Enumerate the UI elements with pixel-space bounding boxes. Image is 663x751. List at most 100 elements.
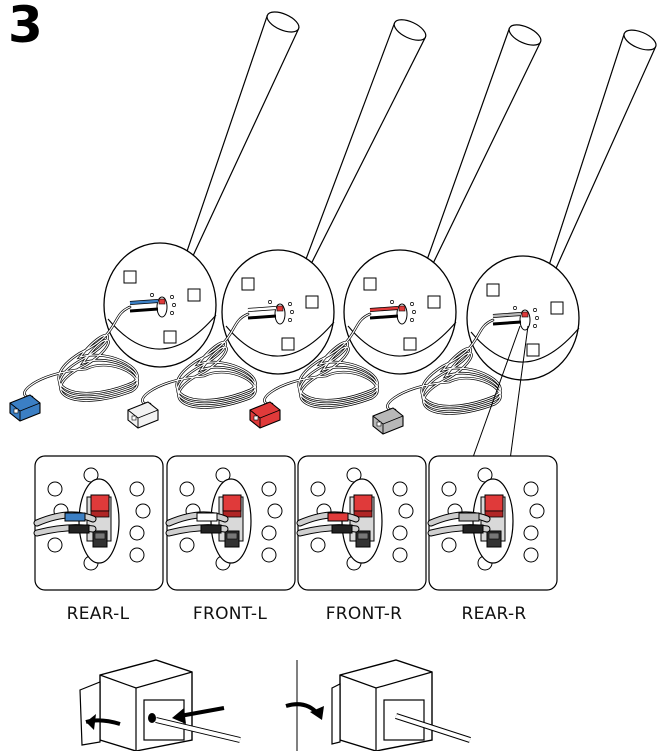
screw-pad [187,288,201,302]
mount-hole [267,503,283,519]
mount-hole [523,525,539,541]
mount-hole [179,537,195,553]
wire-black-band [462,524,484,534]
hole [268,300,272,304]
screw-pad [241,277,255,291]
screw-pad [550,301,564,315]
tube-cap [508,24,542,46]
hole [170,295,174,299]
step-number: 3 [8,0,43,54]
screw-pad [427,295,441,309]
mount-hole [310,537,326,553]
wire [129,307,159,313]
mount-hole [398,503,414,519]
tube-edge [292,22,396,296]
connector-pin [376,421,382,427]
connector-closeup [296,455,427,591]
screw-pad [305,295,319,309]
terminal-red [276,305,284,312]
connector-plug [372,407,404,435]
close-arrow-head [310,706,324,720]
cable-coil-core [141,313,256,409]
speaker-stand [372,29,657,435]
terminal-clip-red-side [90,510,110,518]
wire-color-band [196,512,218,522]
connector-plug [127,401,159,429]
speaker-stand [249,24,542,429]
base-rim [347,321,457,357]
connector-closeup [427,455,558,591]
tube-edge [536,33,625,302]
mount-hole [129,481,145,497]
tube-cap [623,29,657,51]
hole [290,310,294,314]
wire-color-band [327,512,349,522]
terminal-clip-red [353,494,373,512]
tube-edge [424,41,542,280]
insert-arrow-head [172,708,186,724]
callout-line [509,325,529,461]
speakers-illustration [9,11,657,435]
tube-edge [548,46,657,285]
screw-pad [526,343,540,357]
terminal-clip-red-side [222,510,242,518]
screw-pad [163,330,177,344]
base-rim [225,321,335,357]
terminal-clip-red [90,494,110,512]
hole [533,324,537,328]
mount-hole [179,481,195,497]
mount-hole [523,547,539,563]
wire-black-band [331,524,353,534]
wire-sleeve [247,306,277,312]
tube-edge [413,27,511,296]
tube-edge [185,28,300,273]
mount-hole [129,525,145,541]
callout-line [471,325,521,461]
cable-coil-core [386,319,501,415]
connector-plug [249,401,281,429]
connector-pin [13,408,19,414]
mount-hole [441,481,457,497]
mount-hole [392,481,408,497]
terminal-clip-black-face [357,532,369,540]
mount-hole [135,503,151,519]
screw-pad [123,270,137,284]
terminal-clip-red-side [353,510,373,518]
wire [369,314,399,320]
wire-color-band [64,512,86,522]
wire [492,320,522,326]
mount-hole [261,481,277,497]
mount-hole [129,547,145,563]
tube-edge [173,15,268,289]
hole [513,306,517,310]
mount-hole [392,547,408,563]
terminal-clip-red-side [484,510,504,518]
terminal-red [158,298,166,305]
speaker-label-rear-r: REAR-R [461,604,527,624]
clip-hole [148,713,156,723]
hole [288,302,292,306]
wire-core [395,714,471,742]
hole [172,303,176,307]
cable-coil-core [263,313,378,409]
wire-core [155,718,241,742]
wire-sleeve [492,312,522,318]
hole [410,318,414,322]
terminal-clip-red [222,494,242,512]
connector-plug [9,394,41,422]
wire-black-band [68,524,90,534]
wire-sleeve [369,306,399,312]
clip-insertion-illustration [79,659,471,751]
wire-black-band [200,524,222,534]
open-arrow-head [86,714,96,730]
terminal-clip-black-face [226,532,238,540]
tube-cap [393,19,427,41]
connector-pin [253,415,259,421]
hole [535,316,539,320]
insert-arrow [179,706,225,718]
mount-hole [261,547,277,563]
clip-lever [331,683,341,745]
wire-sleeve [129,299,159,305]
mount-hole [392,525,408,541]
